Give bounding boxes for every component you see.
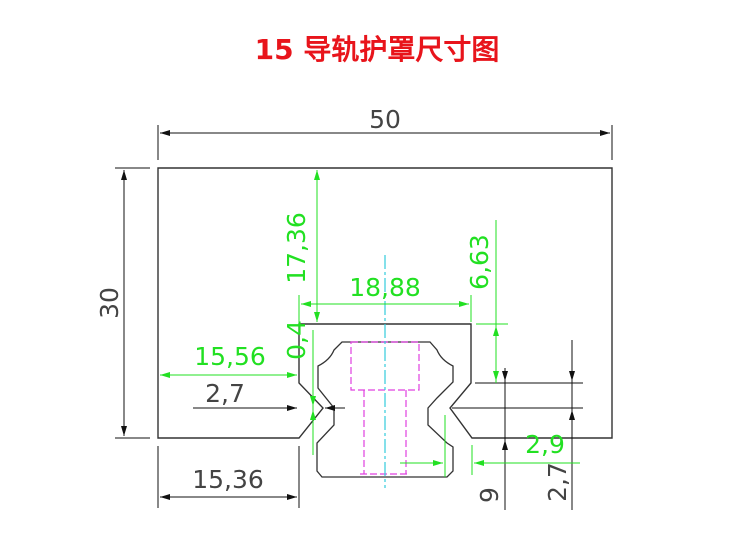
dim-notch-depth: 2,7: [205, 379, 245, 408]
dim-gap: 0,4: [282, 320, 311, 360]
dim-left-bottom-width: 15,36: [192, 465, 264, 494]
dim-notch-height: 2,7: [543, 462, 572, 502]
green-dimension-lines: [160, 170, 580, 477]
dim-top-to-channel: 17,36: [282, 212, 311, 284]
drawing-title: 15 导轨护罩尺寸图: [254, 33, 500, 66]
black-dimension-lines: [115, 125, 613, 510]
dim-left-to-channel: 15,56: [194, 342, 266, 371]
dim-overall-height: 30: [95, 287, 124, 319]
dim-channel-depth: 6,63: [465, 234, 494, 290]
dim-rail-offset: 9: [475, 487, 504, 503]
cover-outline: [157, 167, 613, 439]
dim-clearance: 2,9: [525, 430, 565, 459]
bolt-hidden-lines: [350, 341, 420, 475]
dim-overall-width: 50: [369, 105, 401, 134]
dim-channel-width: 18,88: [349, 273, 421, 302]
rail-profile: [316, 341, 454, 478]
